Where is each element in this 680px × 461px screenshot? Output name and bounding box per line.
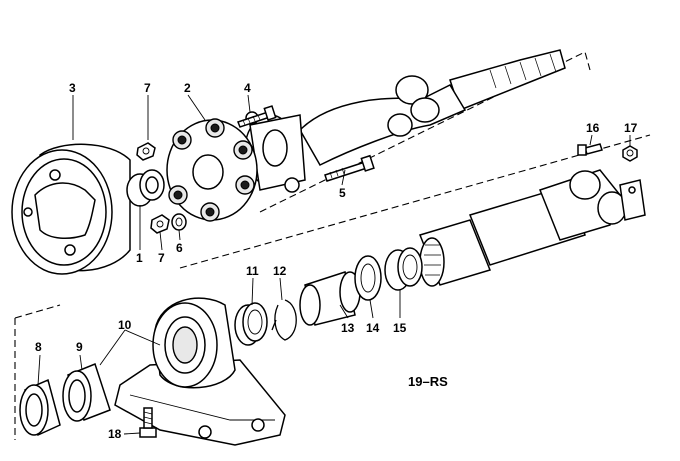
callout-6: 6 (176, 241, 183, 255)
callout-17: 17 (624, 121, 638, 135)
part-17-nut (622, 145, 638, 162)
callout-2: 2 (184, 81, 191, 95)
callout-3: 3 (69, 81, 76, 95)
part-16-bolt (577, 143, 603, 156)
callout-13: 13 (341, 321, 355, 335)
callout-12: 12 (273, 264, 287, 278)
callout-labels: 1 2 3 4 5 6 7 7 8 9 10 11 12 13 14 15 16… (35, 81, 638, 441)
leader-lines (37, 94, 631, 435)
callout-15: 15 (393, 321, 407, 335)
callout-5: 5 (339, 186, 346, 200)
assembly-outline (14, 51, 651, 440)
part-4-bolt (237, 105, 277, 128)
front-drive-shaft (244, 49, 566, 193)
part-18-mounting-bolt (139, 407, 157, 438)
rear-drive-shaft (418, 169, 646, 287)
callout-18: 18 (108, 427, 122, 441)
part-14-ring (354, 255, 382, 301)
part-2-flex-disc (166, 118, 258, 222)
callout-11: 11 (246, 264, 259, 278)
callout-9: 9 (76, 340, 83, 354)
callout-7-upper: 7 (144, 81, 151, 95)
part-1-centering-sleeve (126, 169, 165, 207)
callout-10: 10 (118, 318, 132, 332)
callout-1: 1 (136, 251, 143, 265)
part-8-ball-bearing (19, 378, 61, 437)
part-5-bolt (324, 154, 375, 182)
part-3-vibration-damper (11, 143, 131, 275)
part-7-nut-lower (150, 214, 170, 234)
callout-16: 16 (586, 121, 600, 135)
part-9-ball-bearing (62, 363, 111, 422)
part-12-circlip (271, 299, 297, 341)
callout-7-lower: 7 (158, 251, 165, 265)
part-11-bushing (234, 302, 268, 346)
callout-4: 4 (244, 81, 251, 95)
callout-8: 8 (35, 340, 42, 354)
callout-14: 14 (366, 321, 380, 335)
part-15-bushing (384, 247, 423, 291)
part-10-center-bearing (114, 297, 286, 446)
part-13-sleeve (299, 271, 361, 326)
part-7-nut-upper (136, 142, 156, 161)
part-6-washer (171, 213, 187, 231)
diagram-code: 19–RS (408, 374, 448, 389)
